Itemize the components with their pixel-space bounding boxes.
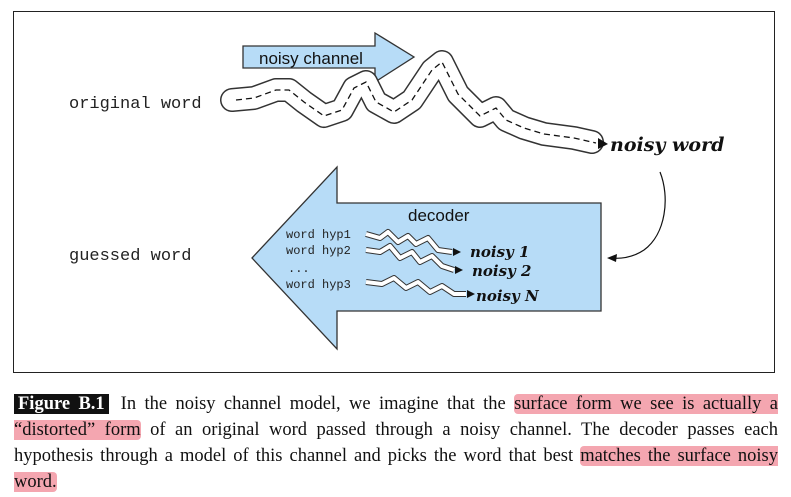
noisy-word-label: noisy word <box>610 134 724 156</box>
figure-caption: Figure B.1 In the noisy channel model, we… <box>14 391 778 495</box>
distortion-channel <box>220 50 608 154</box>
decoder-label: decoder <box>408 206 470 225</box>
caption-text-2: of an original word passed through a noi… <box>14 420 778 466</box>
noisy-channel-arrow <box>242 31 416 84</box>
noisy-channel-label: noisy channel <box>259 49 363 68</box>
figure-label: Figure B.1 <box>14 394 109 414</box>
noisy-output-1: noisy 1 <box>470 243 529 261</box>
hypothesis-2: word hyp2 <box>286 244 351 258</box>
feedback-arrow <box>609 171 666 259</box>
hypothesis-ellipsis: ... <box>288 262 310 276</box>
caption-text-1: In the noisy channel model, we imagine t… <box>120 394 515 414</box>
figure-frame: noisy channel original word noisy word g… <box>13 11 775 373</box>
guessed-word-label: guessed word <box>69 247 191 266</box>
noisy-output-n: noisy N <box>476 287 540 305</box>
feedback-arrowhead <box>607 254 617 262</box>
mini-channels <box>365 229 475 298</box>
hypothesis-1: word hyp1 <box>286 228 351 242</box>
hypothesis-3: word hyp3 <box>286 278 351 292</box>
noisy-channel-diagram: noisy channel original word noisy word g… <box>69 31 724 351</box>
original-word-label: original word <box>69 95 202 114</box>
noisy-output-2: noisy 2 <box>472 262 531 280</box>
